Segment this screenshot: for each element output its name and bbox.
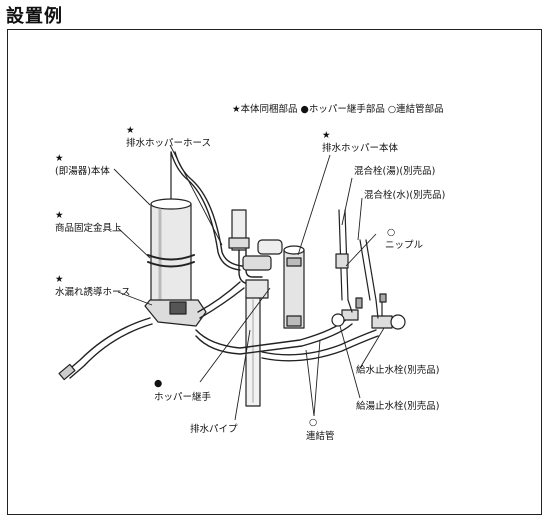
- hopper-star: ★: [322, 130, 331, 141]
- legend-text: ★本体同梱部品 ●ホッパー継手部品 ○連結管部品: [232, 103, 444, 115]
- diagram-frame: [7, 29, 542, 515]
- supply-valve: [371, 293, 406, 330]
- joint-mark: ●: [154, 378, 162, 389]
- bracket-star: ★: [55, 210, 64, 221]
- bracket-label: 商品固定金具上: [55, 222, 122, 234]
- hot-valve-label: 給湯止水栓(別売品): [356, 400, 439, 412]
- conn-label: 連結管: [306, 430, 335, 442]
- hose-star: ★: [126, 125, 135, 136]
- mix-hot-label: 混合栓(湯)(別売品): [354, 165, 435, 177]
- heater-label: (即湯器)本体: [55, 165, 110, 177]
- supply-valve-label: 給水止水栓(別売品): [356, 364, 439, 376]
- mix-cold-label: 混合栓(水)(別売品): [364, 189, 445, 201]
- nipple-label: ニップル: [385, 240, 424, 251]
- hopper-label: 排水ホッパー本体: [322, 142, 399, 154]
- drain-pipe: [228, 209, 283, 407]
- hot-valve: [331, 297, 363, 327]
- hose-label: 排水ホッパーホース: [126, 137, 211, 149]
- hopper-body: [283, 245, 305, 329]
- joint-label: ホッパー継手: [154, 391, 212, 403]
- leak-star: ★: [55, 274, 64, 285]
- nipple-mark: ○: [387, 227, 395, 238]
- heater-star: ★: [55, 153, 64, 164]
- drain-label: 排水パイプ: [190, 423, 238, 435]
- conn-mark: ○: [309, 417, 317, 428]
- page-title: 設置例: [6, 6, 63, 27]
- heater-unit: [144, 198, 207, 327]
- leak-hose-label: 水漏れ誘導ホース: [55, 286, 131, 298]
